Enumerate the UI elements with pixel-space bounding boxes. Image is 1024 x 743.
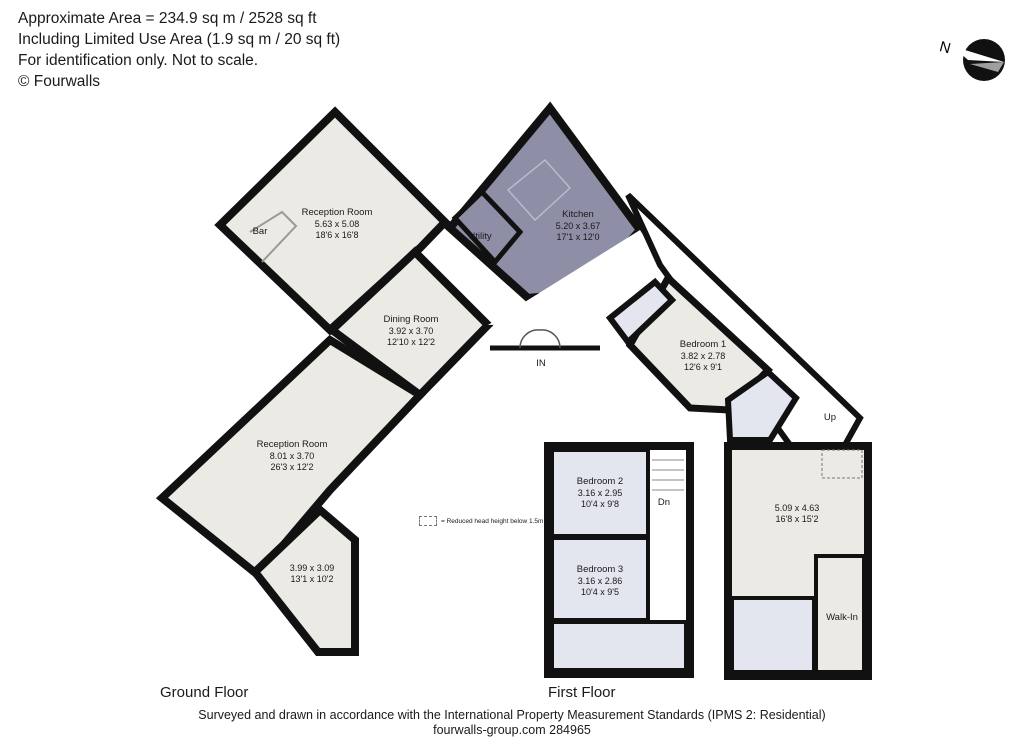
kitchen-name: Kitchen (562, 209, 594, 220)
dining-room-name: Dining Room (384, 314, 439, 325)
copyright-text: © Fourwalls (18, 73, 101, 90)
reception-room-2-metric: 8.01 x 3.70 (270, 451, 315, 461)
reception-room-1-metric: 5.63 x 5.08 (315, 219, 360, 229)
ground-floor-label: Ground Floor (160, 684, 248, 701)
reception-room-1-imperial: 18'6 x 16'8 (316, 230, 359, 240)
dining-room-imperial: 12'10 x 12'2 (387, 337, 435, 347)
bedroom-3-imperial: 10'4 x 9'5 (581, 587, 619, 597)
annex-room-imperial: 16'8 x 15'2 (776, 514, 819, 524)
small-room-area (249, 504, 359, 656)
utility-area (451, 188, 524, 266)
stairs-up-label: Up (824, 412, 836, 423)
annex-bathroom (730, 596, 816, 674)
small-room-imperial: 13'1 x 10'2 (291, 574, 334, 584)
bedroom-2-name: Bedroom 2 (577, 476, 623, 487)
dining-room-metric: 3.92 x 3.70 (389, 326, 434, 336)
walk-in-area (814, 554, 866, 674)
stairs-down-label: Dn (658, 497, 670, 508)
bedroom-1-imperial: 12'6 x 9'1 (684, 362, 722, 372)
survey-statement: Surveyed and drawn in accordance with th… (198, 708, 826, 722)
walk-in-label: Walk-In (826, 612, 858, 623)
first-floor-bathroom (550, 620, 688, 672)
utility-label: Utility (468, 231, 491, 242)
compass-north-label: N (938, 38, 953, 57)
reduced-head-height-area (821, 449, 863, 479)
shower-room-ground (724, 368, 800, 443)
wc-ground (605, 277, 677, 347)
small-room-metric: 3.99 x 3.09 (290, 563, 335, 573)
bedroom-1-name: Bedroom 1 (680, 339, 726, 350)
kitchen-imperial: 17'1 x 12'0 (557, 232, 600, 242)
entrance-hall-area (488, 230, 660, 325)
approximate-area-text: Approximate Area = 234.9 sq m / 2528 sq … (18, 10, 317, 27)
footer: Surveyed and drawn in accordance with th… (0, 708, 1024, 738)
bar-counter (249, 210, 298, 263)
kitchen-metric: 5.20 x 3.67 (556, 221, 601, 231)
entrance-doors (490, 329, 600, 351)
reception-room-1-name: Reception Room (302, 207, 373, 218)
reception-room-2-name: Reception Room (257, 439, 328, 450)
bar-label: Bar (253, 226, 268, 237)
header-notes: Approximate Area = 234.9 sq m / 2528 sq … (18, 8, 340, 92)
bedroom-3-name: Bedroom 3 (577, 564, 623, 575)
bedroom-2-metric: 3.16 x 2.95 (578, 488, 623, 498)
bedroom-2-imperial: 10'4 x 9'8 (581, 499, 619, 509)
reception-room-2-imperial: 26'3 x 12'2 (271, 462, 314, 472)
reduced-head-height-swatch (419, 516, 437, 526)
stairs-down-treads (652, 459, 684, 491)
company-reference: fourwalls-group.com 284965 (433, 723, 591, 737)
compass-icon: N (938, 38, 1005, 81)
legend: = Reduced head height below 1.5m (419, 516, 543, 526)
bedroom-3-area (550, 536, 650, 622)
legend-text: = Reduced head height below 1.5m (441, 517, 544, 525)
first-floor-label: First Floor (548, 684, 616, 701)
bedroom-3-metric: 3.16 x 2.86 (578, 576, 623, 586)
limited-use-area-text: Including Limited Use Area (1.9 sq m / 2… (18, 31, 341, 48)
bedroom-1-metric: 3.82 x 2.78 (681, 351, 726, 361)
kitchen-island (506, 158, 572, 222)
identification-note: For identification only. Not to scale. (18, 52, 259, 69)
entrance-label: IN (536, 358, 546, 369)
annex-room-metric: 5.09 x 4.63 (775, 503, 820, 513)
